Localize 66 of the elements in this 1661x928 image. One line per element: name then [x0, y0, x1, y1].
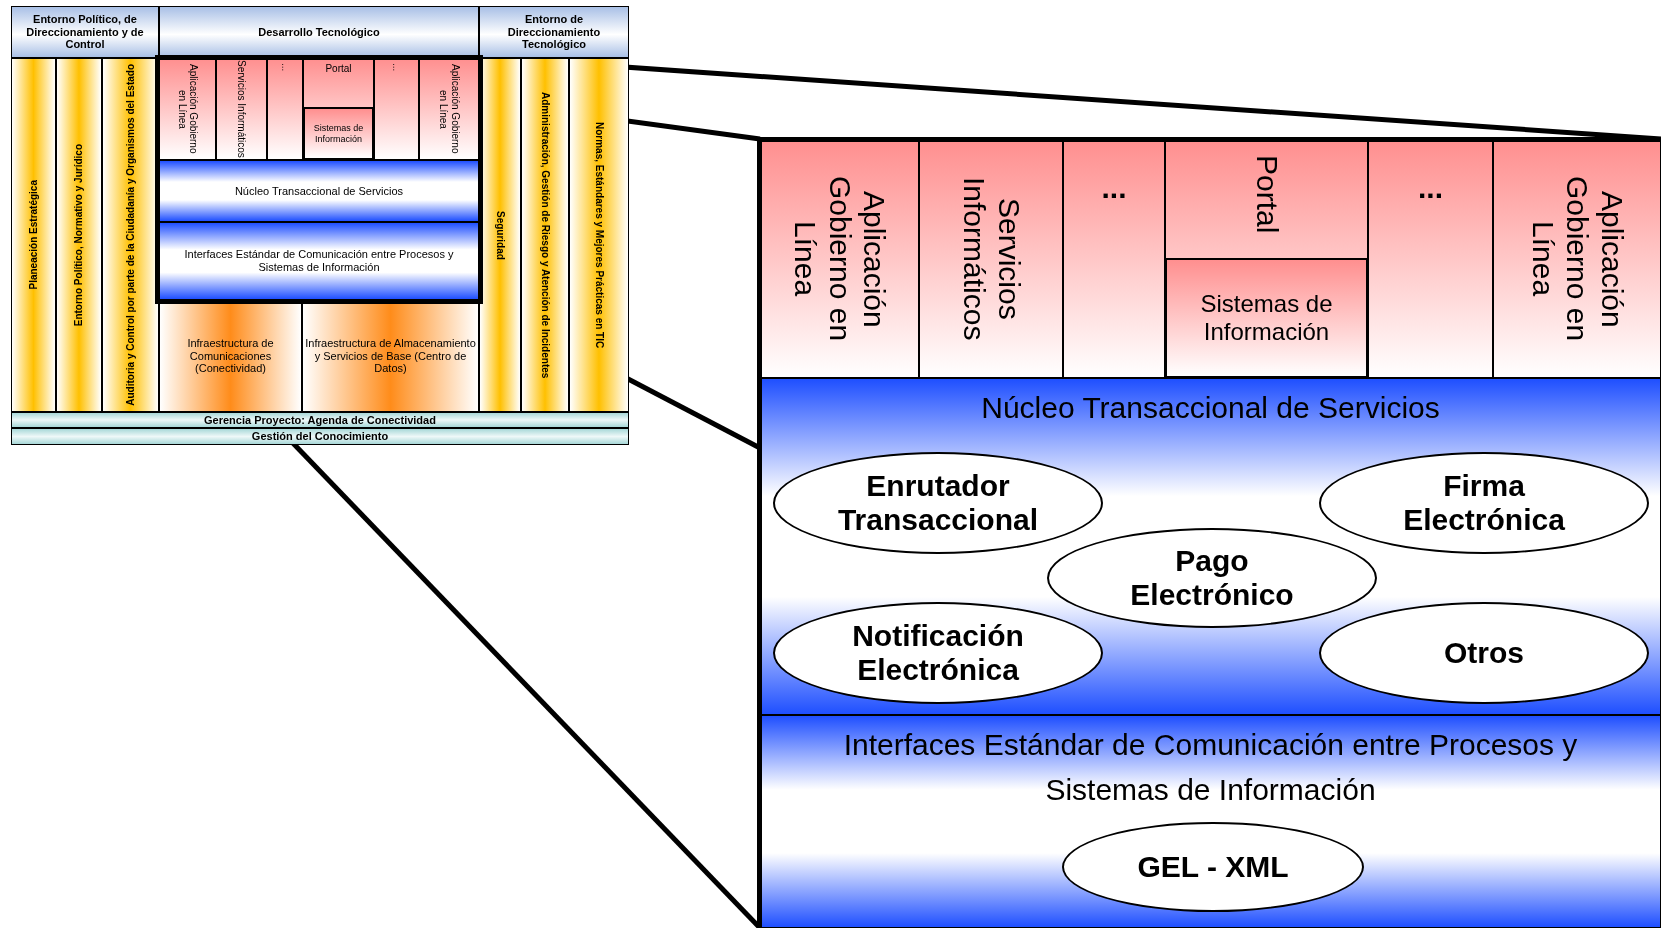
node-label: Entorno de Direccionamiento Tecnológico — [506, 13, 602, 51]
node-label: ... — [1418, 171, 1443, 206]
node-label: Sistemas de Información — [312, 123, 365, 144]
column-box — [569, 58, 629, 412]
node-label: Aplicación Gobierno en Línea — [788, 175, 892, 344]
ellipse-label: Enrutador Transaccional — [836, 468, 1040, 538]
layer-band — [760, 378, 1661, 715]
ellipse-label: GEL - XML — [1137, 849, 1289, 885]
node-label: Aplicación Gobierno en Línea — [176, 63, 199, 156]
column-box — [479, 58, 521, 412]
column-box — [159, 58, 216, 160]
node-label: Núcleo Transaccional de Servicios — [233, 184, 405, 198]
ellipse-label: Pago Electrónico — [1129, 543, 1295, 613]
ellipse-label: Firma Electrónica — [1402, 468, 1566, 538]
node-label: Sistemas de Información — [1199, 290, 1334, 346]
header-box — [11, 6, 159, 58]
column-box — [216, 58, 267, 160]
column-box — [102, 58, 159, 412]
node-label: Infraestructura de Almacenamiento y Servicios de Base (Centro de Datos) — [304, 337, 477, 375]
column-box — [1165, 140, 1368, 378]
node-label: Administración, Gestión de Riesgo y Atención de Incidentes — [539, 91, 551, 379]
node-label: Normas, Estándares y Mejores Prácticas en TIC — [593, 121, 605, 349]
column-box — [303, 58, 374, 160]
layer-band — [760, 715, 1661, 928]
node-label: Planeación Estratégica — [27, 180, 40, 290]
column-box — [919, 140, 1063, 378]
layer-band — [159, 160, 479, 222]
column-box — [521, 58, 569, 412]
node-label: Seguridad — [494, 210, 506, 260]
node-label: Entorno Político, de Direccionamiento y de Control — [25, 13, 145, 51]
layer-band — [159, 222, 479, 300]
column-box — [1493, 140, 1661, 378]
bar-box — [11, 428, 629, 445]
ellipse-label: Notificación Electrónica — [851, 618, 1025, 688]
node-label: Desarrollo Tecnológico — [258, 25, 380, 39]
column-box — [374, 58, 419, 160]
node-label: Portal — [1249, 155, 1284, 234]
node-label: Gerencia Proyecto: Agenda de Conectividad — [204, 413, 436, 427]
node-label: Auditoria y Control por parte de la Ciudadanía y Organismos del Estado — [124, 64, 137, 406]
column-box — [11, 58, 56, 412]
node-label: ... — [1101, 171, 1127, 206]
system-box — [303, 107, 374, 160]
bar-box — [11, 412, 629, 428]
node-label: Infraestructura de Comunicaciones (Conectividad) — [186, 337, 275, 375]
node-label: Portal — [325, 63, 352, 75]
node-label: Aplicación Gobierno en Línea — [437, 63, 461, 156]
node-label: Servicios Informáticos — [957, 176, 1026, 343]
node-label: Interfaces Estándar de Comunicación entre Procesos y Sistemas de Información — [842, 727, 1579, 808]
column-box — [267, 58, 303, 160]
header-box — [479, 6, 629, 58]
ellipse-label: Otros — [1444, 635, 1524, 671]
node-label: Servicios Informáticos — [235, 60, 248, 158]
node-label: ... — [279, 63, 291, 72]
header-box — [159, 6, 479, 58]
node-label: Entorno Político, Normativo y Jurídico — [73, 143, 85, 327]
column-box — [760, 140, 919, 378]
column-box — [1368, 140, 1493, 378]
system-box — [1165, 258, 1368, 378]
node-label: Aplicación Gobierno en Línea — [1525, 175, 1629, 344]
node-label: ... — [390, 63, 403, 72]
column-box — [419, 58, 479, 160]
node-label: Gestión del Conocimiento — [251, 430, 389, 443]
column-box — [1063, 140, 1165, 378]
node-label: Interfaces Estándar de Comunicación entre Procesos y Sistemas de Información — [183, 248, 455, 274]
node-label: Núcleo Transaccional de Servicios — [980, 390, 1441, 426]
column-box — [56, 58, 102, 412]
